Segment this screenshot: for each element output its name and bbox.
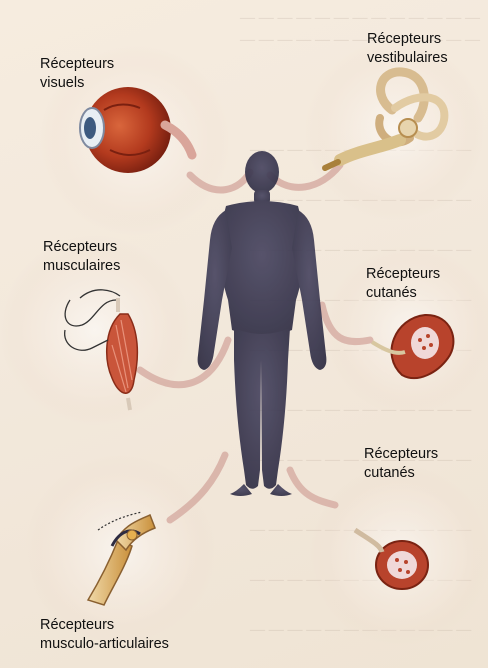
label-vestibular-line-2: vestibulaires (367, 49, 448, 68)
label-muscular-line-2: musculaires (43, 257, 120, 276)
label-muscular-line-1: Récepteurs (43, 238, 120, 257)
label-cutaneous-1-line-2: cutanés (366, 284, 440, 303)
human-body-figure (198, 151, 327, 496)
label-cutaneous-1-line-1: Récepteurs (366, 265, 440, 284)
label-muscular-receptors: Récepteurs musculaires (43, 238, 120, 276)
label-cutaneous-receptors-2: Récepteurs cutanés (364, 445, 438, 483)
label-cutaneous-2-line-2: cutanés (364, 464, 438, 483)
label-visual-receptors: Récepteurs visuels (40, 55, 114, 93)
label-musculo-articular-line-1: Récepteurs (40, 616, 169, 635)
label-cutaneous-2-line-1: Récepteurs (364, 445, 438, 464)
label-vestibular-receptors: Récepteurs vestibulaires (367, 30, 448, 68)
label-cutaneous-receptors-1: Récepteurs cutanés (366, 265, 440, 303)
label-musculo-articular-receptors: Récepteurs musculo-articulaires (40, 616, 169, 654)
label-musculo-articular-line-2: musculo-articulaires (40, 635, 169, 654)
label-vestibular-line-1: Récepteurs (367, 30, 448, 49)
label-visual-line-1: Récepteurs (40, 55, 114, 74)
label-visual-line-2: visuels (40, 74, 114, 93)
